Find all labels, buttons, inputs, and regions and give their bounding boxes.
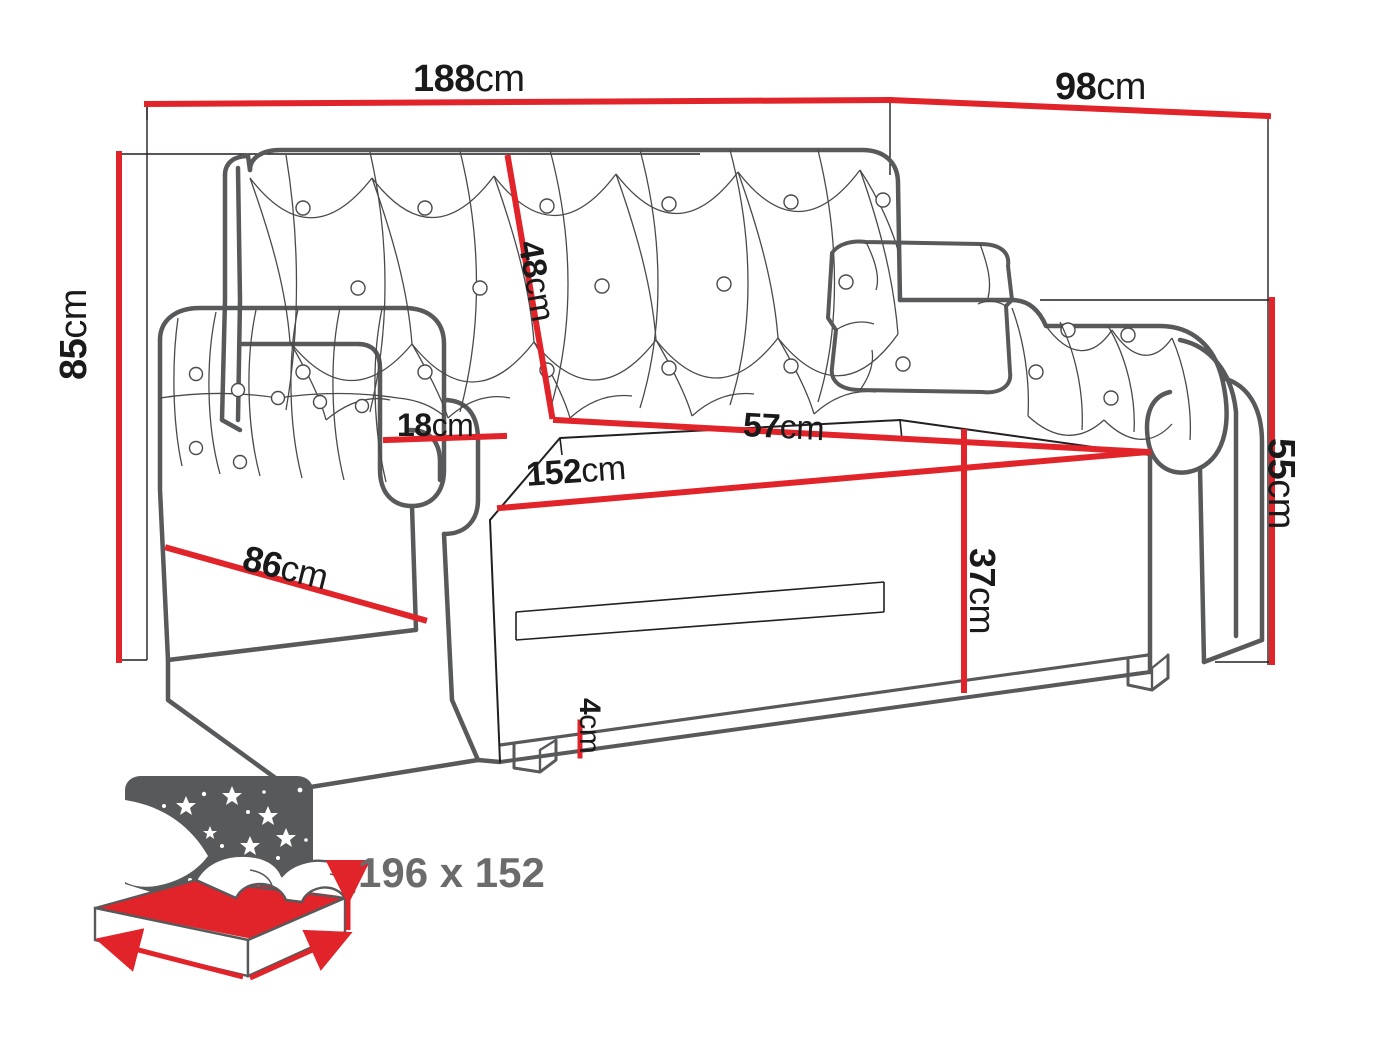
throw-pillow-seams (835, 241, 1007, 391)
dim-line-57 (552, 416, 1152, 456)
dim-unit-18: cm (431, 407, 474, 443)
bed-arrow-width (95, 928, 244, 980)
dim-value-85: 85 (53, 338, 95, 380)
backrest-tufting (249, 149, 899, 421)
dim-unit-57: cm (778, 407, 826, 449)
sleeping-area-label: 196 x 152 (358, 849, 545, 896)
bed-icon (93, 776, 371, 981)
dim-label-overall-height: 85cm (53, 289, 95, 380)
backrest-buttons (295, 192, 1136, 406)
dim-line-188 (143, 96, 894, 108)
dim-value-57: 57 (742, 406, 781, 446)
dim-value-55: 55 (1260, 438, 1302, 480)
dim-unit-85: cm (53, 289, 95, 339)
dim-value-4: 4 (573, 698, 606, 715)
dim-unit-4: cm (573, 714, 606, 754)
dim-label-right-side-height: 55cm (1260, 438, 1302, 529)
dim-value-98: 98 (1055, 66, 1097, 108)
left-arm-tufting (159, 307, 445, 483)
dim-line-98 (886, 96, 1272, 120)
dim-line-86 (164, 544, 428, 624)
dim-value-37: 37 (962, 548, 1003, 588)
dim-unit-55: cm (1260, 479, 1302, 529)
dim-unit-48: cm (516, 273, 563, 325)
left-arm-buttons (188, 366, 370, 470)
dim-label-leg-height: 4cm (573, 698, 606, 754)
dim-value-188: 188 (413, 58, 475, 100)
dim-label-seat-depth: 57cm (742, 406, 826, 449)
dim-unit-98: cm (1096, 66, 1146, 108)
right-arm-tufting (1011, 307, 1191, 441)
dim-unit-188: cm (474, 58, 525, 100)
dim-label-seat-height: 37cm (962, 548, 1003, 635)
dimension-lines (116, 96, 1275, 759)
dim-unit-152: cm (579, 449, 627, 491)
bed-arrow-depth (248, 929, 353, 981)
dim-unit-37: cm (962, 587, 1003, 635)
dim-value-152: 152 (524, 452, 583, 494)
dim-value-18: 18 (397, 407, 432, 443)
dim-line-152 (496, 448, 1152, 512)
throw-pillow (826, 239, 1014, 395)
dim-label-overall-depth: 98cm (1055, 68, 1146, 106)
dim-label-seat-width: 152cm (524, 449, 627, 494)
sofa-illustration (157, 147, 1265, 793)
dim-label-overall-width: 188cm (413, 60, 525, 98)
dim-line-48 (504, 154, 556, 420)
dim-line-18 (382, 432, 508, 444)
dim-label-armrest-width: 18cm (397, 407, 474, 443)
base-detail (515, 581, 885, 641)
